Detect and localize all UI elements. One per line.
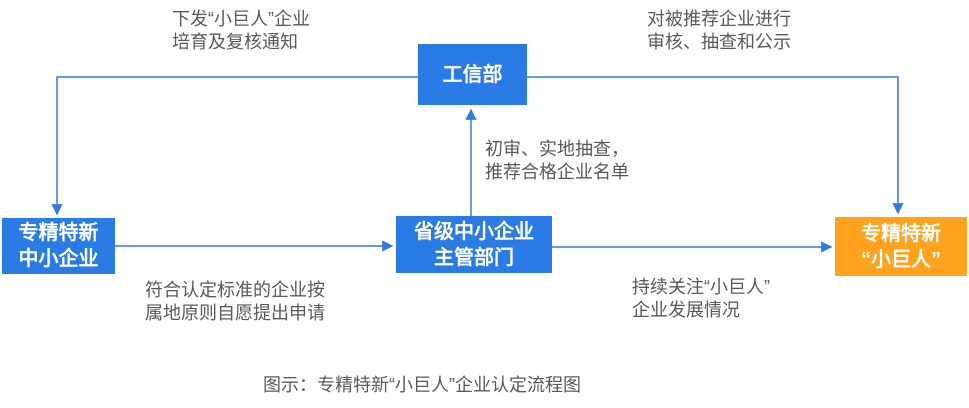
edge-label-notify: 下发“小巨人”企业 培育及复核通知 <box>172 9 310 52</box>
node-provincial-authority: 省级中小企业 主管部门 <box>396 216 552 273</box>
diagram-caption: 图示：专精特新“小巨人”企业认定流程图 <box>263 375 581 395</box>
edge-label-review: 对被推荐企业进行 审核、抽查和公示 <box>647 9 791 52</box>
edge-label-follow: 持续关注“小巨人” 企业发展情况 <box>632 277 770 320</box>
arrow-miit-to-sme <box>51 76 418 216</box>
edge-label-recommend: 初审、实地抽查， 推荐合格企业名单 <box>485 139 629 182</box>
edge-label-apply: 符合认定标准的企业按 属地原则自愿提出申请 <box>145 280 325 323</box>
node-little-giant: 专精特新 “小巨人” <box>835 217 967 276</box>
node-sme-enterprise: 专精特新 中小企业 <box>2 218 115 274</box>
arrow-miit-to-giant <box>527 76 904 215</box>
node-miit: 工信部 <box>418 44 527 105</box>
